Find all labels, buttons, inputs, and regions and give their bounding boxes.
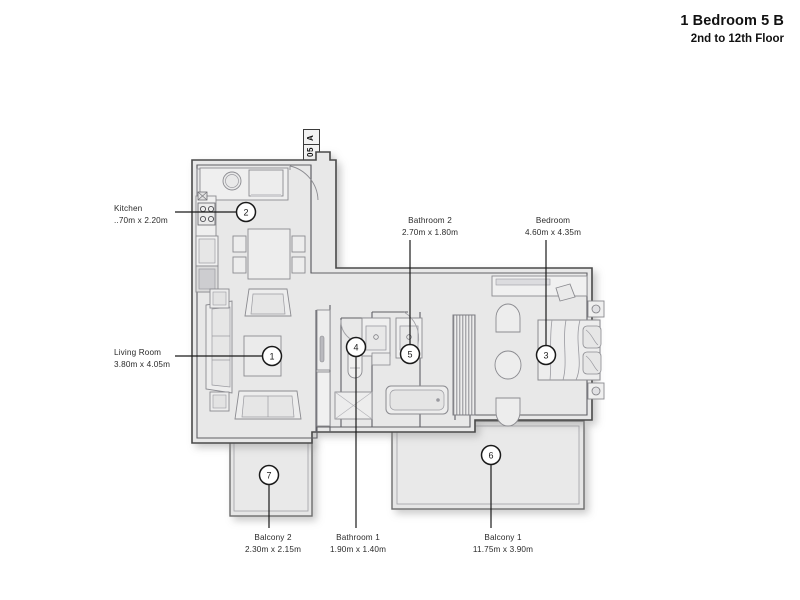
room-marker-4[interactable]: 4 [345,336,367,358]
room-marker-4-label: 4 [353,343,358,353]
entry-door-swing [289,165,319,201]
callout-bathroom-1-name: Bathroom 1 [336,533,380,542]
callout-living-room-dim: 3.80m x 4.05m [114,359,171,369]
radiator-louvre [452,314,476,416]
corridor-wardrobe [316,309,373,427]
balcony-1-area [391,420,585,510]
page-title: 1 Bedroom 5 B [680,13,784,29]
callout-balcony-1: Balcony 1 11.75m x 3.90m [438,532,568,556]
callout-bedroom-dim: 4.60m x 4.35m [524,227,582,237]
room-markers: 1 2 3 4 5 6 7 [235,201,557,486]
page-subtitle: 2nd to 12th Floor [690,32,784,45]
callout-living-room-name: Living Room [114,348,162,357]
callout-balcony-2-name: Balcony 2 [254,533,292,542]
callout-kitchen: Kitchen ..70m x 2.20m [114,203,168,227]
callout-kitchen-dim: ..70m x 2.20m [114,215,168,225]
room-marker-1-label: 1 [269,352,274,362]
callout-kitchen-name: Kitchen [114,204,143,213]
callout-balcony-1-dim: 11.75m x 3.90m [472,544,534,554]
callout-bathroom-2-name: Bathroom 2 [408,216,452,225]
living-room-furniture [205,288,302,420]
kitchen-area [195,167,289,293]
room-marker-1[interactable]: 1 [261,345,283,367]
title-block: 1 Bedroom 5 B 2nd to 12th Floor [680,12,784,46]
unit-floor-slab [191,151,593,444]
callout-bathroom-1-dim: 1.90m x 1.40m [329,544,387,554]
callout-balcony-1-name: Balcony 1 [484,533,522,542]
room-marker-2[interactable]: 2 [235,201,257,223]
room-marker-5[interactable]: 5 [399,343,421,365]
callout-balcony-2: Balcony 2 2.30m x 2.15m [218,532,328,556]
dining-set [232,228,306,280]
room-marker-7-label: 7 [266,471,271,481]
bathroom-1-fixtures [340,317,391,379]
callout-bathroom-1: Bathroom 1 1.90m x 1.40m [303,532,413,556]
callout-bedroom: Bedroom 4.60m x 4.35m [498,215,608,239]
room-marker-2-label: 2 [243,208,248,218]
callout-bathroom-2: Bathroom 2 2.70m x 1.80m [375,215,485,239]
room-marker-3-label: 3 [543,351,548,361]
callout-bathroom-2-dim: 2.70m x 1.80m [401,227,459,237]
room-marker-7[interactable]: 7 [258,464,280,486]
room-marker-5-label: 5 [407,350,412,360]
room-marker-6[interactable]: 6 [480,444,502,466]
callout-living-room: Living Room 3.80m x 4.05m [114,347,170,371]
room-marker-6-label: 6 [488,451,493,461]
callout-bedroom-name: Bedroom [535,216,571,225]
callout-balcony-2-dim: 2.30m x 2.15m [244,544,302,554]
bathroom-2-fixtures [371,311,449,415]
room-marker-3[interactable]: 3 [535,344,557,366]
leader-lines [175,211,547,528]
